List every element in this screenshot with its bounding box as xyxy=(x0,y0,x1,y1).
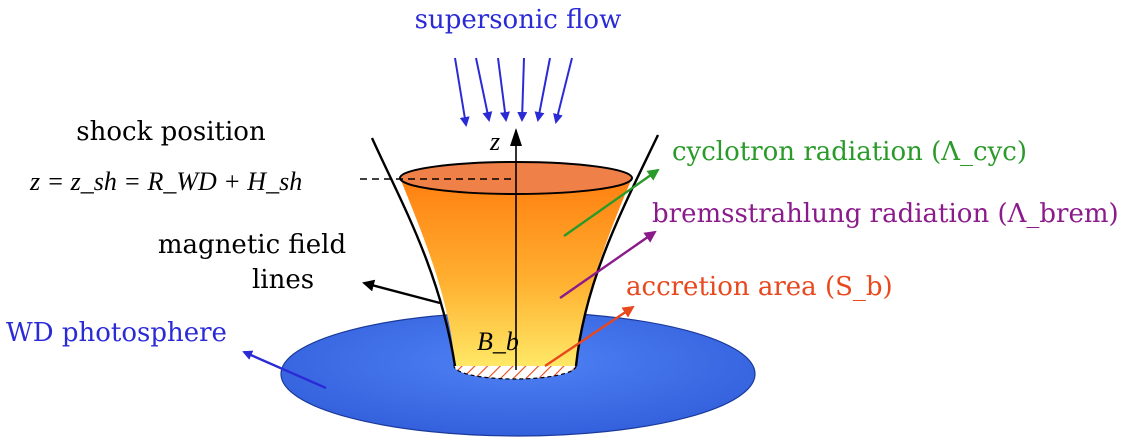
field-line-left xyxy=(370,137,457,367)
shock-position-label: shock position xyxy=(76,117,266,147)
bremsstrahlung-arrow xyxy=(559,230,657,299)
bremsstrahlung-label: bremsstrahlung radiation (Λ_brem) xyxy=(652,199,1119,229)
b-field-label: B_b xyxy=(477,327,519,356)
wd-photosphere-label: WD photosphere xyxy=(6,318,227,348)
accretion-area-arrow xyxy=(544,305,635,367)
photosphere-pointer xyxy=(242,350,327,390)
cyclotron-label: cyclotron radiation (Λ_cyc) xyxy=(672,137,1027,167)
z-axis-arrowhead xyxy=(510,128,522,146)
field-line-right xyxy=(574,134,660,367)
z-axis-label: z xyxy=(489,127,500,156)
magnetic-field-label-2: lines xyxy=(252,265,314,295)
supersonic-flow-label: supersonic flow xyxy=(415,5,622,35)
supersonic-flow-arrows xyxy=(454,57,573,127)
shock-equation: z = z_sh = R_WD + H_sh xyxy=(29,167,302,196)
field-lines-pointer xyxy=(362,279,441,305)
cyclotron-arrow xyxy=(563,168,660,237)
magnetic-field-label-1: magnetic field xyxy=(158,230,346,260)
accretion-area-label: accretion area (S_b) xyxy=(626,272,893,302)
